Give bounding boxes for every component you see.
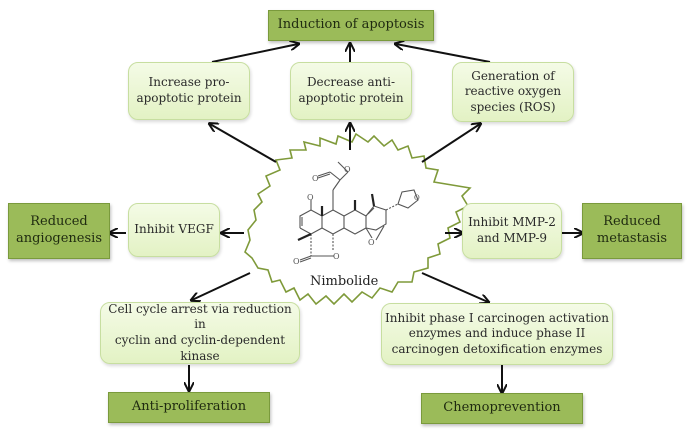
svg-text:O: O — [368, 238, 375, 247]
svg-text:O: O — [312, 174, 319, 183]
mechanism-inhibit-vegf: Inhibit VEGF — [128, 203, 220, 257]
arrow-to-carcinogen — [421, 272, 488, 302]
mechanism-label: Generation of reactive oxygen species (R… — [464, 68, 562, 114]
svg-text:O: O — [414, 194, 420, 202]
arrow-ros-to-apoptosis — [396, 44, 491, 63]
outcome-label: Induction of apoptosis — [277, 17, 425, 33]
arrow-to-ros — [421, 124, 480, 163]
leaf-outline — [244, 132, 472, 306]
mechanism-cell-cycle-arrest: Cell cycle arrest via reduction in cycli… — [100, 302, 300, 364]
outcome-label: Reduced metastasis — [596, 214, 668, 246]
svg-text:O: O — [293, 257, 300, 266]
mechanism-label: Inhibit phase I carcinogen activation en… — [385, 310, 609, 356]
arrow-to-cell-cycle — [192, 272, 251, 300]
outcome-induction-of-apoptosis: Induction of apoptosis — [268, 10, 434, 41]
mechanism-carcinogen-enzymes: Inhibit phase I carcinogen activation en… — [381, 303, 613, 365]
mechanism-label: Cell cycle arrest via reduction in cycli… — [108, 301, 292, 363]
outcome-chemoprevention: Chemoprevention — [421, 393, 583, 424]
mechanism-label: Inhibit VEGF — [134, 222, 214, 237]
mechanism-pro-apoptotic: Increase pro- apoptotic protein — [128, 62, 250, 120]
compound-name: Nimbolide — [310, 274, 379, 289]
svg-text:O: O — [344, 165, 351, 174]
outcome-label: Chemoprevention — [443, 400, 561, 416]
outcome-label: Reduced angiogenesis — [15, 214, 102, 246]
svg-text:O: O — [333, 252, 340, 261]
outcome-anti-proliferation: Anti-proliferation — [108, 392, 270, 423]
mechanism-label: Increase pro- apoptotic protein — [136, 75, 242, 105]
mechanism-label: Inhibit MMP-2 and MMP-9 — [468, 215, 556, 245]
arrow-to-pro-apoptotic — [210, 124, 277, 163]
outcome-reduced-angiogenesis: Reduced angiogenesis — [8, 203, 110, 259]
outcome-label: Anti-proliferation — [131, 399, 247, 415]
nimbolide-structure: O O O O O O O — [293, 161, 420, 266]
arrow-pro-to-apoptosis — [211, 44, 298, 63]
mechanism-anti-apoptotic: Decrease anti- apoptotic protein — [290, 62, 412, 120]
mechanism-inhibit-mmp: Inhibit MMP-2 and MMP-9 — [462, 203, 562, 259]
mechanism-ros: Generation of reactive oxygen species (R… — [452, 62, 574, 122]
outcome-reduced-metastasis: Reduced metastasis — [582, 203, 682, 259]
mechanism-label: Decrease anti- apoptotic protein — [298, 75, 404, 105]
svg-text:O: O — [307, 193, 314, 202]
